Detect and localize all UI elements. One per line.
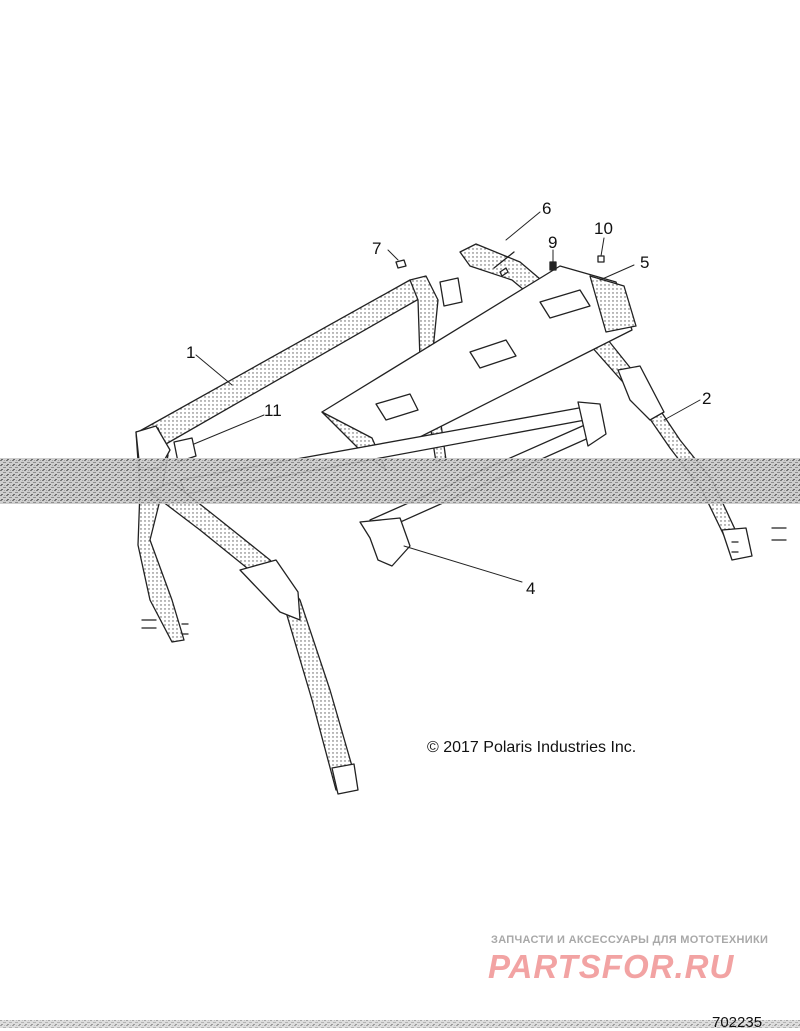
diagram-number: 702235 [712,1014,763,1031]
bolt-hardware [493,251,515,277]
floor-bracket-right [577,401,607,447]
callout-10: 10 [594,219,613,238]
callout-2: 2 [702,389,712,408]
clip-hardware-9 [549,261,557,271]
watermark-tagline: ЗАПЧАСТИ И АКСЕССУАРЫ ДЛЯ МОТОТЕХНИКИ [491,934,769,946]
callout-9: 9 [548,233,558,252]
rear-tube-gusset [239,559,301,621]
bolts-left-foot [141,619,189,635]
rubber-block [173,437,197,463]
bushing-block [439,277,463,307]
front-tube-bracket [617,365,665,421]
callout-7: 7 [372,239,382,258]
callout-6: 6 [542,199,552,218]
front-tube-foot [721,527,753,561]
rear-tube-foot [331,763,359,795]
callout-1: 1 [186,343,196,362]
callout-5: 5 [640,253,650,272]
callout-4: 4 [526,579,536,598]
clip-hardware-10 [597,255,605,263]
nut-hardware [395,259,407,269]
scan-noise-band [0,458,800,504]
callout-11: 11 [264,401,282,420]
copyright-notice: © 2017 Polaris Industries Inc. [427,739,637,756]
bolts-right-foot [731,527,787,553]
floor-bracket-left [359,517,411,567]
leader-lines [193,211,701,583]
watermark-logo: PARTSFOR.RU [488,948,735,985]
